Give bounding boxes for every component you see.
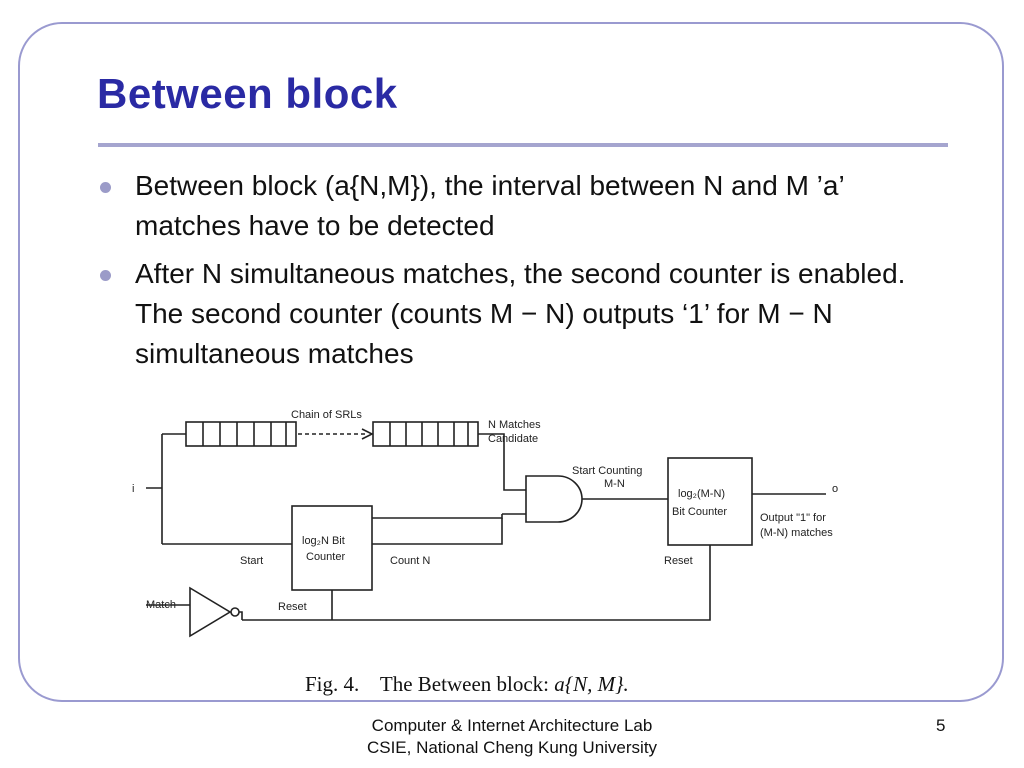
output-label: Output "1" for	[760, 512, 826, 524]
and-gate	[525, 475, 583, 523]
caption-text: The Between block:	[379, 672, 555, 696]
bullet-list: Between block (a{N,M}), the interval bet…	[97, 166, 957, 382]
output-sub-label: (M-N) matches	[760, 527, 833, 539]
title-divider	[98, 143, 948, 147]
bullet-dot-icon	[100, 182, 111, 193]
n-matches-wire	[478, 433, 526, 491]
figure-caption: Fig. 4. The Between block: a{N, M}.	[305, 672, 629, 697]
page-number: 5	[936, 716, 946, 735]
footer-lab-line1: Computer & Internet Architecture Lab	[371, 716, 653, 735]
count-n-label: Count N	[390, 555, 430, 567]
input-wire	[146, 433, 292, 545]
start-counting-label: Start Counting	[572, 465, 642, 477]
counter-mn-label: log₂(M-N)	[678, 488, 725, 500]
srl-chain-2	[372, 421, 479, 447]
input-i-label: i	[132, 483, 134, 495]
footer-lab: Computer & Internet Architecture Lab CSI…	[0, 715, 1024, 759]
start-label: Start	[240, 555, 263, 567]
bullet-item: After N simultaneous matches, the second…	[97, 254, 957, 374]
start-counting-mn-label: M-N	[604, 478, 625, 490]
output-o-label: o	[832, 483, 838, 495]
n-matches-label: N Matches	[488, 419, 541, 431]
srl-chain-1	[185, 421, 297, 447]
footer-lab-line2: CSIE, National Cheng Kung University	[366, 738, 658, 757]
log2mn-counter	[667, 457, 753, 546]
inverter	[189, 586, 232, 638]
bullet-text: Between block (a{N,M}), the interval bet…	[135, 170, 844, 241]
counter-n-sub-label: Counter	[306, 551, 345, 563]
chain-label: Chain of SRLs	[291, 409, 362, 421]
counter-n-label: log₂N Bit	[302, 535, 345, 547]
count-n-wire	[372, 518, 503, 545]
slide-frame	[18, 22, 1004, 702]
candidate-label: Candidate	[488, 433, 538, 445]
reset-top-label: Reset	[664, 555, 693, 567]
log2n-counter	[291, 505, 373, 591]
slide-title: Between block	[97, 70, 398, 117]
caption-math: a{N, M}.	[554, 672, 629, 696]
bullet-item: Between block (a{N,M}), the interval bet…	[97, 166, 957, 246]
caption-prefix: Fig. 4.	[305, 672, 360, 696]
reset-bottom-label: Reset	[278, 601, 307, 613]
between-block-diagram: Chain of SRLs N Matches Candidate Start …	[126, 398, 866, 718]
match-label: Match	[146, 599, 176, 611]
reset-wire	[242, 545, 711, 621]
bullet-text: After N simultaneous matches, the second…	[135, 258, 906, 369]
bullet-dot-icon	[100, 270, 111, 281]
circuit-diagram: Chain of SRLs N Matches Candidate Start …	[132, 409, 838, 638]
counter-mn-sub-label: Bit Counter	[672, 506, 727, 518]
